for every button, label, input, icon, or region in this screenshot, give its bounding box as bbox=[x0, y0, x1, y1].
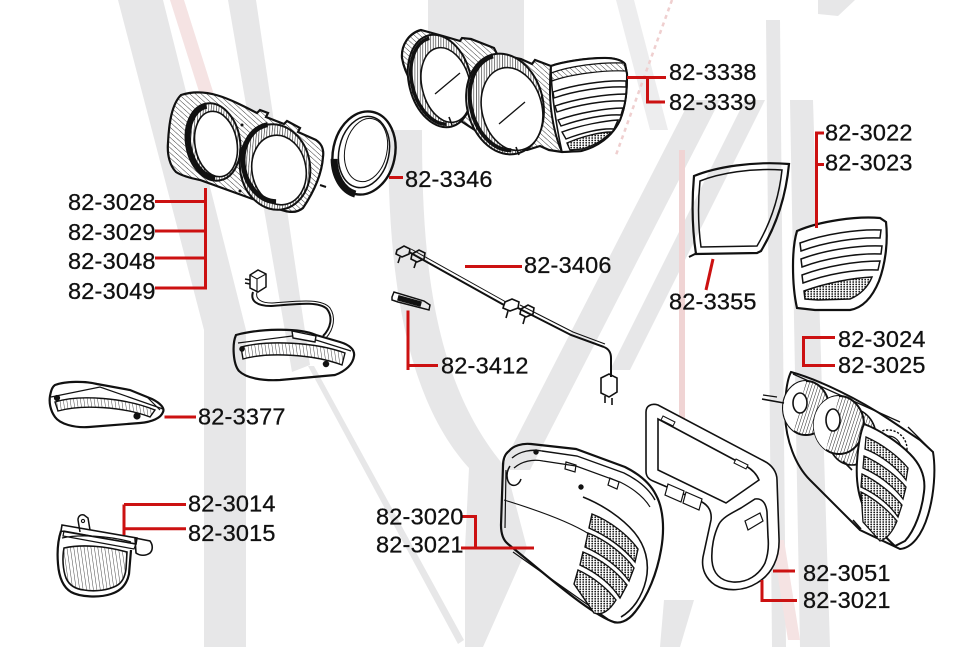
svg-text:82-3339: 82-3339 bbox=[669, 89, 757, 115]
svg-text:82-3049: 82-3049 bbox=[68, 278, 156, 304]
svg-text:82-3406: 82-3406 bbox=[524, 252, 612, 278]
svg-text:82-3022: 82-3022 bbox=[825, 120, 913, 146]
svg-text:82-3024: 82-3024 bbox=[838, 326, 926, 352]
svg-text:82-3338: 82-3338 bbox=[669, 59, 757, 85]
svg-text:82-3048: 82-3048 bbox=[68, 248, 156, 274]
svg-text:82-3355: 82-3355 bbox=[669, 289, 757, 315]
svg-text:82-3023: 82-3023 bbox=[825, 150, 913, 176]
svg-text:82-3021: 82-3021 bbox=[803, 587, 891, 613]
svg-text:82-3412: 82-3412 bbox=[441, 353, 529, 379]
svg-text:82-3025: 82-3025 bbox=[838, 352, 926, 378]
svg-text:82-3021: 82-3021 bbox=[376, 532, 464, 558]
svg-text:82-3029: 82-3029 bbox=[68, 219, 156, 245]
svg-text:82-3015: 82-3015 bbox=[188, 520, 276, 546]
svg-text:82-3014: 82-3014 bbox=[188, 491, 276, 517]
svg-text:82-3051: 82-3051 bbox=[803, 560, 891, 586]
svg-text:82-3020: 82-3020 bbox=[376, 504, 464, 530]
svg-text:82-3028: 82-3028 bbox=[68, 189, 156, 215]
svg-text:82-3346: 82-3346 bbox=[405, 166, 493, 192]
svg-text:82-3377: 82-3377 bbox=[198, 404, 286, 430]
